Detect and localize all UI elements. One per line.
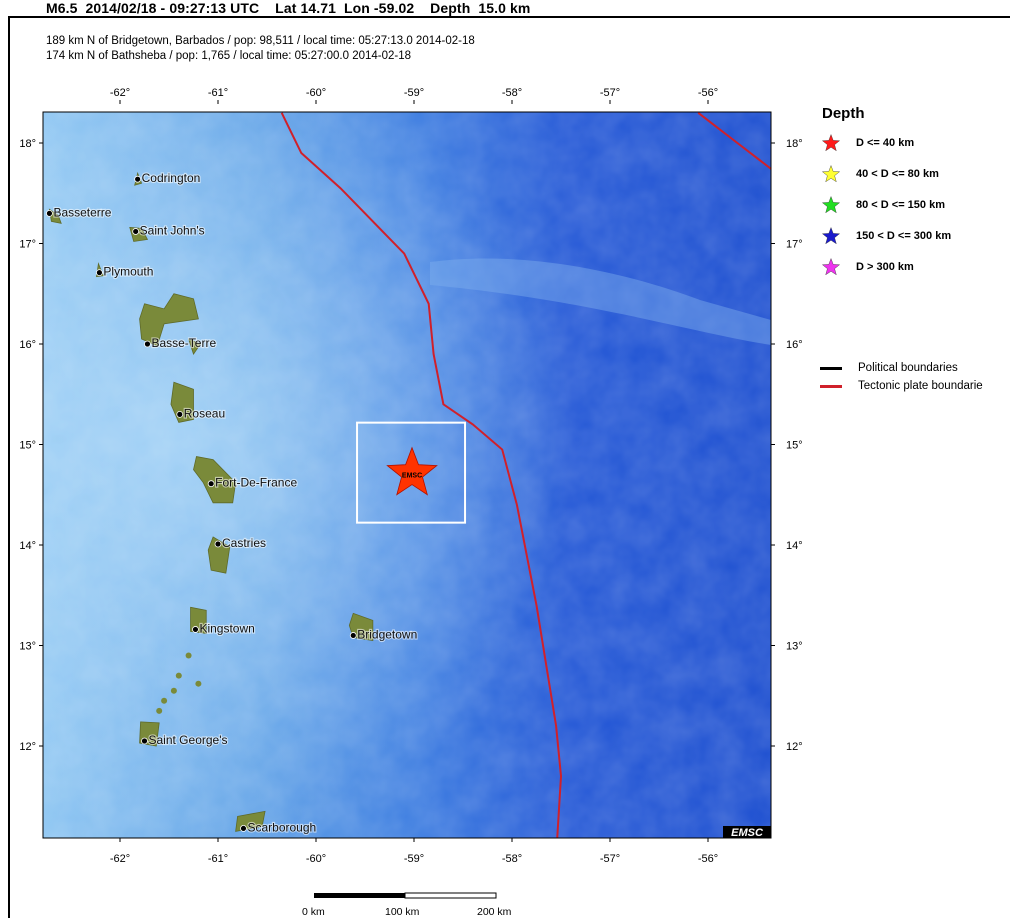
legend-star-icon xyxy=(821,196,841,214)
legend-star-icon xyxy=(821,258,841,276)
city-marker xyxy=(240,825,247,832)
lat-tick-label-left: 15° xyxy=(19,440,36,452)
legend-depth-label: 80 < D <= 150 km xyxy=(856,199,945,211)
city-label: Castries xyxy=(222,536,266,550)
epicenter-star-icon[interactable] xyxy=(386,446,438,496)
lat-tick-label-left: 13° xyxy=(19,641,36,653)
city-label: Roseau xyxy=(184,406,225,420)
city-label: Saint George's xyxy=(149,733,228,747)
lon-tick-label: -62° xyxy=(110,87,130,99)
lon-tick-label: -56° xyxy=(698,853,718,865)
city-marker xyxy=(96,269,103,277)
city-label: Basseterre xyxy=(53,205,111,219)
city-label: Basse-Terre xyxy=(151,336,216,350)
epicenter-box xyxy=(356,421,467,524)
lat-tick-label-right: 16° xyxy=(786,339,803,351)
epicenter-label: EMSC xyxy=(402,473,422,480)
islands xyxy=(48,171,374,832)
legend-line-item: Tectonic plate boundarie xyxy=(820,378,983,394)
legend-star-icon xyxy=(821,227,841,245)
legend-title: Depth xyxy=(822,105,865,122)
lat-tick-label-right: 13° xyxy=(786,641,803,653)
city-label: Codrington xyxy=(142,171,201,185)
city-label: Bridgetown xyxy=(357,627,417,641)
lon-tick-label: -57° xyxy=(600,853,620,865)
city-marker xyxy=(176,410,184,418)
city-marker xyxy=(214,540,222,548)
legend-line-label: Tectonic plate boundarie xyxy=(858,380,983,392)
city-label: Saint John's xyxy=(140,223,205,237)
legend-depth-item: 40 < D <= 80 km xyxy=(820,165,939,183)
lat-tick-label-left: 14° xyxy=(19,540,36,552)
city-label: Kingstown xyxy=(199,621,254,635)
frame-left xyxy=(8,16,10,918)
lat-tick-label-left: 16° xyxy=(19,339,36,351)
lat-tick-label-left: 17° xyxy=(19,239,36,251)
city-marker xyxy=(134,175,142,183)
scale-label-200: 200 km xyxy=(477,906,512,918)
map-border xyxy=(42,111,772,839)
lat-tick-label-right: 15° xyxy=(786,440,803,452)
lat-tick-label-right: 12° xyxy=(786,741,803,753)
legend-line-swatch xyxy=(820,366,842,370)
axis-ticks: -62° -62° -61° -61° -60° -60° -59° -59° -58° -58°… xyxy=(19,87,802,865)
city-marker xyxy=(141,737,148,745)
legend-depth-label: D <= 40 km xyxy=(856,137,915,149)
legend-star-icon xyxy=(821,134,841,152)
lon-tick-label: -62° xyxy=(110,853,130,865)
lon-tick-label: -58° xyxy=(502,853,522,865)
lon-tick-label: -59° xyxy=(404,853,424,865)
emsc-watermark: EMSC xyxy=(731,827,764,839)
city-marker xyxy=(207,480,215,488)
city-label: Plymouth xyxy=(103,265,153,279)
legend-depth-label: 150 < D <= 300 km xyxy=(856,230,952,242)
plate-boundary-ne xyxy=(697,112,771,171)
lon-tick-label: -61° xyxy=(208,87,228,99)
ridge-feature xyxy=(430,258,771,345)
lat-tick-label-left: 12° xyxy=(19,741,36,753)
scale-bar xyxy=(314,892,497,899)
legend-depth-item: D <= 40 km xyxy=(820,134,914,152)
event-title: M6.5 2014/02/18 - 09:27:13 UTC Lat 14.71… xyxy=(46,0,531,16)
lat-tick-label-right: 14° xyxy=(786,540,803,552)
lon-tick-label: -60° xyxy=(306,853,326,865)
legend-line-item: Political boundaries xyxy=(820,360,958,376)
legend-depth-item: 150 < D <= 300 km xyxy=(820,227,951,245)
lon-tick-label: -60° xyxy=(306,87,326,99)
lon-tick-label: -59° xyxy=(404,87,424,99)
lon-tick-label: -56° xyxy=(698,87,718,99)
city-label: Fort-De-France xyxy=(215,476,297,490)
lon-tick-label: -58° xyxy=(502,87,522,99)
lat-tick-label-right: 17° xyxy=(786,239,803,251)
legend-depth-item: D > 300 km xyxy=(820,258,914,276)
city-marker xyxy=(349,632,357,639)
city-label: Scarborough xyxy=(247,820,316,834)
scale-label-0: 0 km xyxy=(302,906,325,918)
frame-top xyxy=(8,16,1010,18)
city-marker xyxy=(144,340,151,348)
legend-depth-item: 80 < D <= 150 km xyxy=(820,196,945,214)
plate-boundary-main xyxy=(280,112,563,838)
scale-label-100: 100 km xyxy=(385,906,420,918)
legend-star-icon xyxy=(821,165,841,183)
legend-line-label: Political boundaries xyxy=(858,362,958,374)
lat-tick-label-left: 18° xyxy=(19,138,36,150)
lat-tick-label-right: 18° xyxy=(786,138,803,150)
lon-tick-label: -57° xyxy=(600,87,620,99)
legend-line-swatch xyxy=(820,384,842,388)
city-marker xyxy=(46,209,53,217)
event-distance-1: 189 km N of Bridgetown, Barbados / pop: … xyxy=(46,35,475,47)
legend-depth-label: 40 < D <= 80 km xyxy=(856,168,939,180)
lon-tick-label: -61° xyxy=(208,853,228,865)
event-distance-2: 174 km N of Bathsheba / pop: 1,765 / loc… xyxy=(46,50,412,62)
watermark-bg xyxy=(723,826,771,838)
city-marker xyxy=(132,228,140,235)
legend-depth-label: D > 300 km xyxy=(856,261,914,273)
city-marker xyxy=(192,626,199,633)
